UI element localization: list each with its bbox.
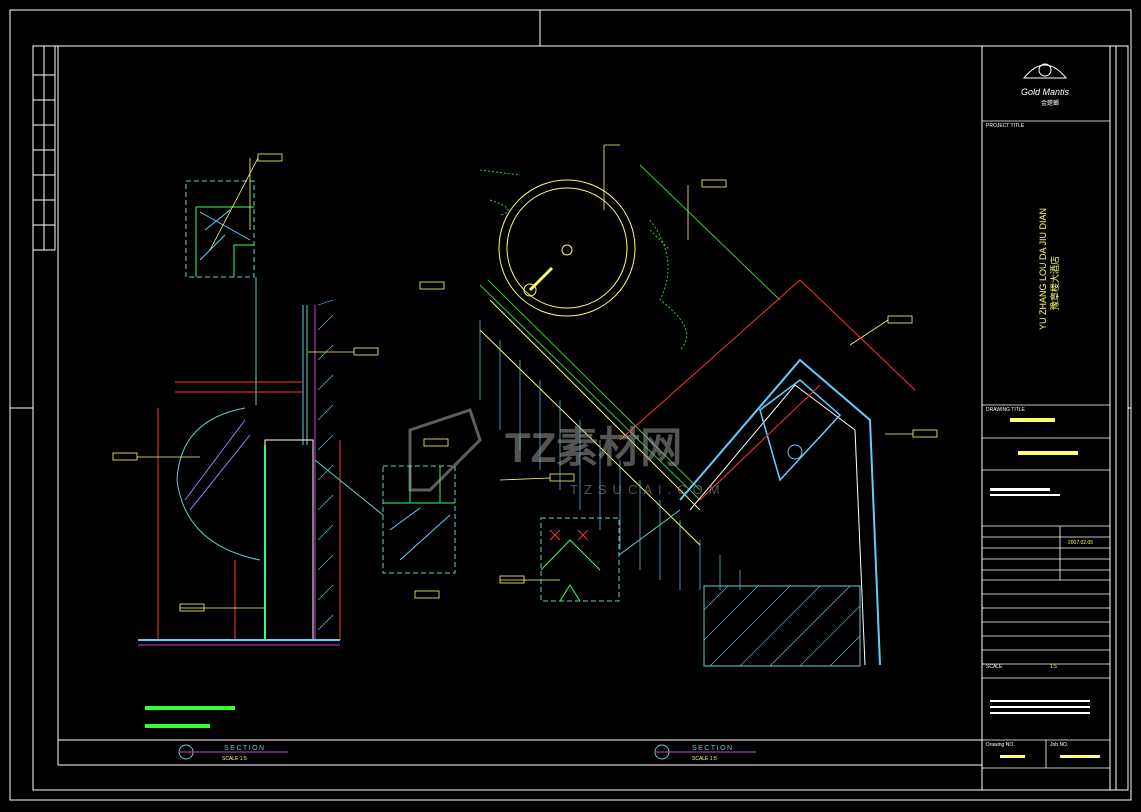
title-block (982, 120, 1110, 769)
left-section-detail (138, 180, 456, 646)
project-name-en: YU ZHANG LOU DA JIU DIAN (1038, 208, 1048, 330)
right-section-detail (479, 164, 916, 667)
logo-text: Gold Mantis (1021, 87, 1070, 97)
section-scale: SCALE 1:5 (692, 756, 717, 762)
job-no-label: Job NO. (1050, 742, 1068, 748)
scale-label: SCALE (986, 664, 1003, 670)
section-scale: SCALE 1:5 (222, 756, 247, 762)
date-value: 2007.02.05 (1068, 540, 1093, 546)
section-label-2: SECTION SCALE 1:5 (654, 744, 756, 762)
project-name-cn: 豫章楼大酒店 (1049, 256, 1060, 310)
scale-value: 1:5 (1050, 664, 1057, 670)
logo-text-cn: 金螳螂 (1041, 99, 1059, 107)
section-title: SECTION (692, 745, 734, 752)
section-title: SECTION (224, 745, 266, 752)
watermark-main: TZ素材网 (505, 424, 682, 471)
drawing-no-label: Drawing NO. (986, 742, 1015, 748)
drawing-title-label: DRAWING TITLE (986, 407, 1026, 413)
sheet-frame (9, 9, 1132, 801)
company-logo: Gold Mantis 金螳螂 (1021, 63, 1070, 107)
title-block-text-lines (990, 418, 1100, 758)
project-title-label: PROJECT TITLE (986, 123, 1025, 129)
notes (145, 706, 235, 728)
annotation-callouts (112, 144, 938, 612)
watermark-sub: TZSUCAI.COM (570, 482, 726, 497)
watermark: TZ素材网 TZSUCAI.COM (408, 408, 726, 497)
section-label-1: SECTION SCALE 1:5 (178, 744, 288, 762)
